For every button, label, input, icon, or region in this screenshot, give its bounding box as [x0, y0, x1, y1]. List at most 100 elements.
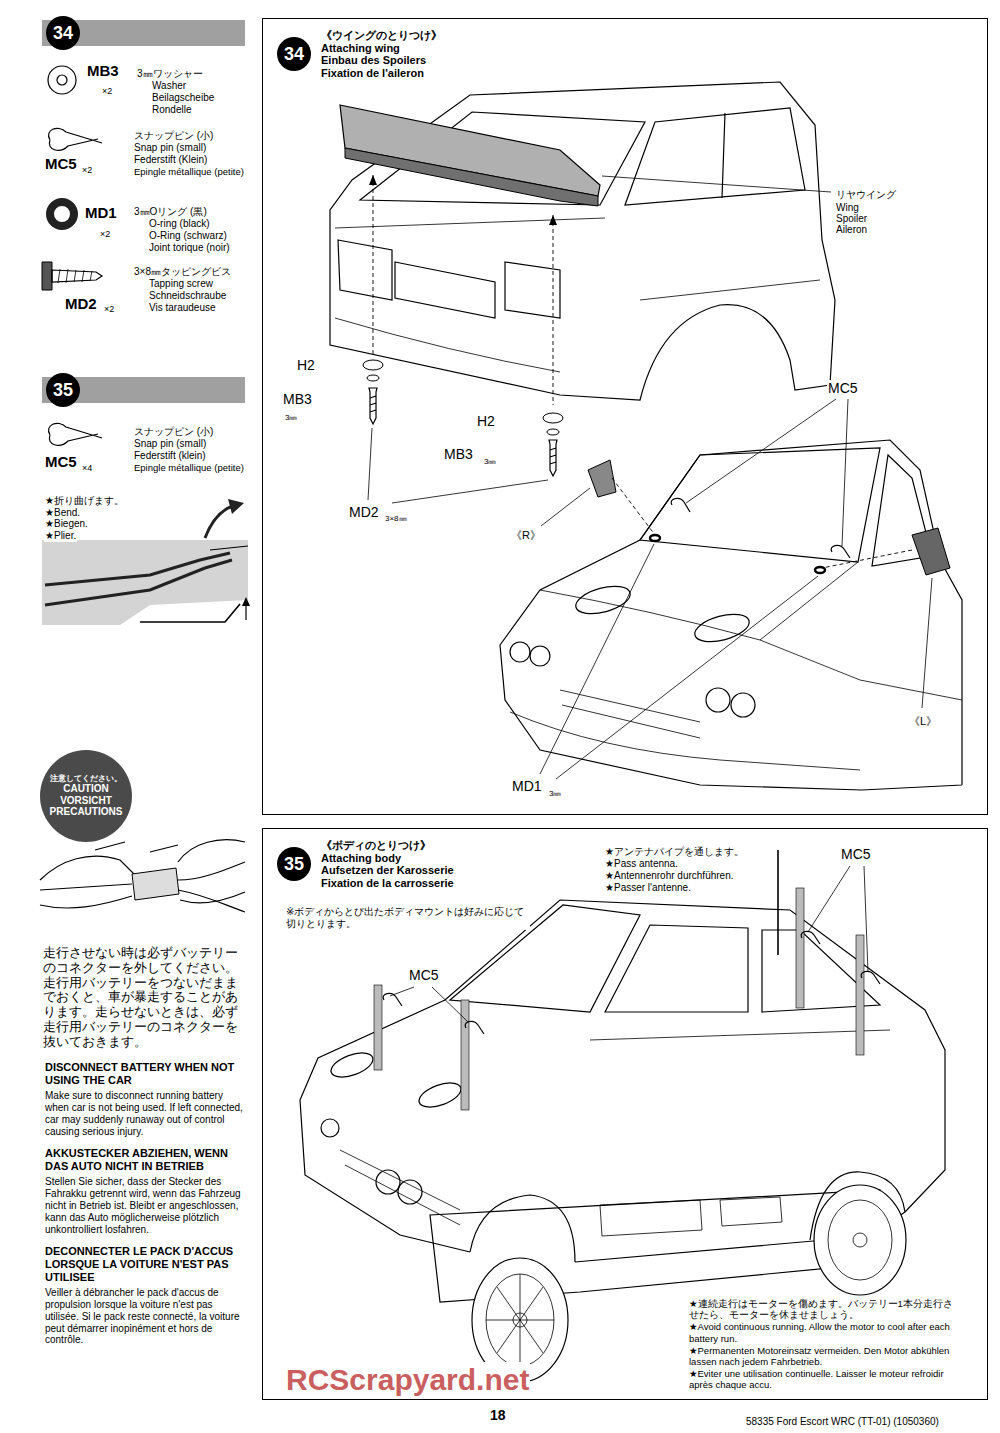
label-box: O-ring (black): [148, 213, 211, 231]
step-heading: Fixation de l'aileron: [321, 67, 442, 80]
headlight: [510, 642, 530, 662]
bend-arrow: [205, 506, 233, 538]
snap-pin: [671, 498, 850, 558]
part-code: MD2: [348, 504, 380, 521]
part-code: H2: [476, 413, 496, 430]
connector: [132, 868, 179, 900]
screw-head: [42, 262, 52, 290]
label-text: 3㎜: [483, 457, 497, 466]
caution-circle: 注意してください。CAUTIONVORSICHTPRECAUTIONS: [40, 750, 133, 843]
screw: [369, 388, 377, 424]
hands-illustration: [40, 840, 245, 912]
body-post: [796, 888, 804, 1008]
mirror-right: [588, 460, 616, 497]
label-text: ×2: [81, 165, 93, 176]
label-box: リヤウイング: [835, 184, 897, 202]
label-box: MD1: [84, 204, 118, 222]
label-text: 《R》: [510, 529, 542, 542]
arrow-head: [369, 175, 377, 185]
guide-line: [373, 175, 553, 405]
step-number: 35: [46, 373, 80, 407]
label-box: DISCONNECT BATTERY WHEN NOT USING THE CA…: [44, 1061, 247, 1087]
label-box: ×4: [81, 457, 93, 475]
o-ring-icon: [50, 202, 74, 226]
step-heading: Attaching body: [321, 852, 454, 865]
label-box: Stellen Sie sicher, dass der Stecker des…: [44, 1176, 247, 1235]
label-box: Schneidschraube: [148, 285, 227, 303]
body-post: [856, 935, 864, 1055]
label-box: ★連続走行はモーターを傷めます。バッテリー1本分走行させたら、モーターを休ませま…: [688, 1298, 956, 1320]
label-text: ★折り曲げます。: [44, 495, 125, 507]
label-box: MB3: [282, 390, 313, 408]
part-code: MD1: [511, 778, 543, 795]
label-box: Snap pin (small): [133, 433, 207, 451]
body-post: [374, 985, 382, 1070]
label-text: ★Biegen.: [44, 518, 89, 530]
label-box: 18: [489, 1406, 507, 1424]
label-box: スナップピン (小): [133, 125, 214, 143]
label-text: Tapping screw: [148, 278, 214, 290]
label-box: ★Passer l'antenne.: [604, 877, 692, 895]
caution-text: VORSICHT: [60, 795, 112, 807]
pliers: [45, 553, 232, 605]
label-box: O-Ring (schwarz): [148, 225, 228, 243]
car-rear-view: [330, 82, 835, 503]
note-text: ★連続走行はモーターを傷めます。バッテリー1本分走行させたら、モーターを休ませま…: [688, 1298, 956, 1320]
step-number: 34: [46, 16, 80, 50]
label-text: Rondelle: [151, 104, 192, 116]
car-body: [330, 82, 835, 400]
note-text: ※ボディからとび出たボディマウントは好みに応じて切りとります。: [285, 906, 530, 930]
wire: [40, 862, 245, 912]
label-text: Epingle métallique (petite): [133, 166, 245, 177]
label-box: MD2: [64, 295, 98, 313]
washer: [547, 429, 559, 435]
part-code: MD1: [84, 204, 118, 222]
label-box: Vis taraudeuse: [148, 297, 217, 315]
step-heading: 《ウイングのとりつけ》: [321, 29, 442, 42]
label-text: スナップピン (小): [133, 426, 214, 438]
hood-vent: [692, 609, 752, 647]
hood-vent: [328, 1048, 376, 1082]
step-header-bar: 35: [42, 377, 245, 403]
label-box: Federstift (klein): [133, 445, 207, 463]
note-text: Stellen Sie sicher, dass der Stecker des…: [44, 1176, 247, 1235]
leader-line: [390, 866, 868, 1022]
arrow-head: [242, 597, 250, 606]
label-text: O-Ring (schwarz): [148, 230, 228, 242]
part-code: MC5: [408, 967, 440, 984]
rear-wing-face: [345, 148, 598, 206]
hood-vent: [416, 1078, 464, 1112]
step-heading: Attaching wing: [321, 42, 442, 55]
label-text: Snap pin (small): [133, 438, 207, 450]
label-text: Vis taraudeuse: [148, 302, 217, 314]
label-box: MB3: [86, 62, 120, 80]
label-text: Schneidschraube: [148, 290, 227, 302]
label-box: 《L》: [908, 711, 938, 729]
step-panel: 34《ウイングのとりつけ》Attaching wingEinbau des Sp…: [262, 18, 988, 815]
o-ring: [815, 567, 825, 573]
label-box: MC5: [44, 453, 78, 471]
label-text: ★アンテナパイプを通します。: [604, 846, 745, 858]
h2-part: [543, 413, 563, 423]
label-box: H2: [296, 356, 316, 374]
label-text: 《L》: [908, 715, 938, 728]
label-box: ※ボディからとび出たボディマウントは好みに応じて切りとります。: [285, 906, 530, 930]
body-line: [340, 1030, 890, 1225]
label-box: 《R》: [510, 525, 542, 543]
part-code: H2: [296, 357, 316, 374]
label-box: MB3: [443, 445, 474, 463]
leader-line: [368, 428, 548, 503]
part-code: MC5: [827, 380, 859, 397]
headlight: [398, 1180, 422, 1204]
car-body: [500, 440, 962, 790]
caution-text: CAUTION: [63, 783, 109, 795]
label-box: Washer: [151, 75, 187, 93]
label-box: 走行させない時は必ずバッテリーのコネクターを外してください。走行用バッテリーをつ…: [42, 946, 249, 1049]
label-box: RCScrapyard.net: [285, 1362, 530, 1397]
label-text: ★Antennenrohr durchführen.: [604, 870, 735, 882]
label-box: ×2: [101, 80, 113, 98]
part-code: MC5: [44, 155, 78, 173]
label-box: MC5: [44, 155, 78, 173]
note-text: ★Eviter une utilisation continuelle. Lai…: [688, 1368, 956, 1390]
label-box: ×2: [81, 159, 93, 177]
